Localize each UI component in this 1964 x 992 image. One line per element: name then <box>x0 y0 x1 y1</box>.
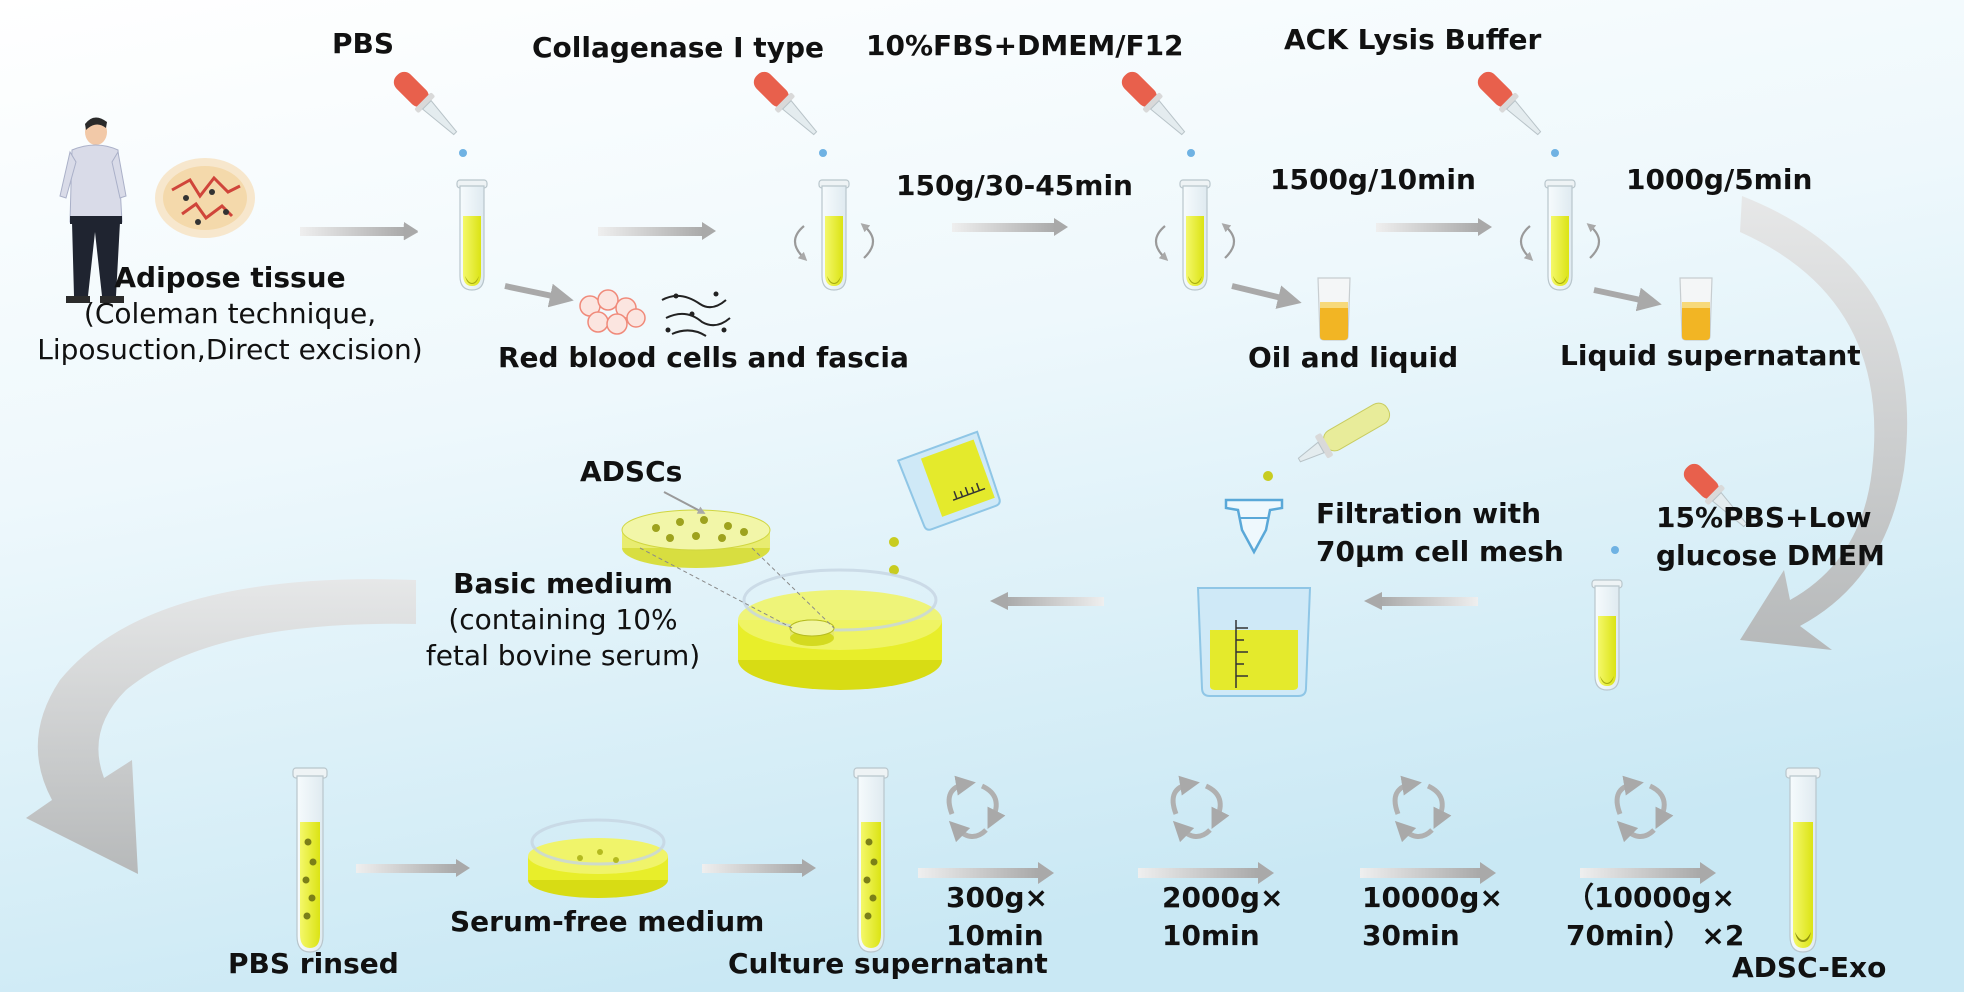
side-arrow <box>504 283 574 308</box>
adipose-sub2: Liposuction,Direct excision) <box>37 333 423 367</box>
flow-arrow <box>1376 218 1492 236</box>
flow-arrow <box>404 222 418 240</box>
label-culture-supernatant: Culture supernatant <box>728 947 1048 980</box>
label-10000g: 10000g× 30min <box>1362 881 1503 953</box>
c10000x2-line1: （10000g× <box>1566 881 1735 914</box>
label-pbs-rinsed: PBS rinsed <box>228 947 399 980</box>
pellet <box>1795 932 1811 942</box>
basic-title: Basic medium <box>453 567 673 600</box>
pbs-low-line1: 15%PBS+Low <box>1656 501 1872 534</box>
c2000-line1: 2000g× <box>1162 881 1284 914</box>
label-ack-lysis: ACK Lysis Buffer <box>1284 23 1542 56</box>
graduated-beaker-icon <box>1196 587 1312 697</box>
test-tube-icon <box>818 179 850 291</box>
label-basic-medium: Basic medium (containing 10% fetal bovin… <box>408 567 718 673</box>
test-tube-icon <box>853 767 889 953</box>
drop <box>459 149 467 157</box>
label-liquid-supernatant: Liquid supernatant <box>1560 339 1861 372</box>
flow-arrow-left <box>1364 592 1478 610</box>
supernatant-beaker-icon <box>1679 277 1713 341</box>
drop <box>819 149 827 157</box>
c10000-line1: 10000g× <box>1362 881 1503 914</box>
label-spin-1500g: 1500g/10min <box>1270 163 1476 196</box>
label-serum-free: Serum-free medium <box>450 905 765 938</box>
label-pbs-low-glucose: 15%PBS+Low glucose DMEM <box>1656 501 1885 573</box>
c300-line1: 300g× <box>946 881 1048 914</box>
c10000-line2: 30min <box>1362 919 1460 953</box>
side-arrow <box>1231 283 1302 309</box>
person-figure <box>59 117 127 303</box>
flow-arrow <box>702 859 816 877</box>
cells-dots <box>302 838 317 920</box>
exosome-tube-icon <box>1785 767 1821 953</box>
c2000-line2: 10min <box>1162 919 1260 953</box>
label-fbs-dmem: 10%FBS+DMEM/F12 <box>866 29 1184 62</box>
test-tube-icon <box>456 179 488 291</box>
test-tube-icon <box>292 767 328 953</box>
label-10000g-x2: （10000g× 70min） ×2 <box>1566 881 1745 953</box>
c10000x2-line2: 70min） ×2 <box>1566 919 1745 953</box>
pbs-low-line2: glucose DMEM <box>1656 539 1885 573</box>
flow-arrow <box>356 859 470 877</box>
label-rbc-fascia: Red blood cells and fascia <box>498 341 909 374</box>
test-tube-icon <box>1544 179 1576 291</box>
label-2000g: 2000g× 10min <box>1162 881 1284 953</box>
label-adscs: ADSCs <box>580 455 683 488</box>
label-collagenase: Collagenase Ⅰ type <box>532 31 824 64</box>
flow-arrow <box>1580 862 1716 884</box>
oil-beaker-icon <box>1317 277 1351 341</box>
adscs-disc-icon <box>621 491 835 629</box>
flow-arrow <box>1138 862 1274 884</box>
dropper-icon <box>1297 402 1391 463</box>
flow-arrow-left <box>990 592 1104 610</box>
c300-line2: 10min <box>946 919 1044 953</box>
drop <box>1611 546 1619 554</box>
label-spin-150g: 150g/30-45min <box>896 169 1133 202</box>
basic-sub1: (containing 10% <box>448 603 678 637</box>
side-arrow <box>1593 287 1662 312</box>
adipose-title: Adipose tissue <box>114 261 346 294</box>
adipose-tissue-icon <box>155 158 255 238</box>
label-spin-1000g: 1000g/5min <box>1626 163 1813 196</box>
label-300g: 300g× 10min <box>946 881 1048 953</box>
flow-arrow <box>918 862 1054 884</box>
drop <box>1551 149 1559 157</box>
label-adsc-exo: ADSC-Exo <box>1732 951 1887 984</box>
test-tube-icon <box>1591 579 1623 691</box>
filtration-line1: Filtration with <box>1316 497 1542 530</box>
flow-arrow <box>952 218 1068 236</box>
filtration-line2: 70μm cell mesh <box>1316 535 1564 569</box>
curved-flow-arrow <box>1740 196 1908 650</box>
curved-flow-arrow <box>26 579 416 874</box>
drop <box>1187 149 1195 157</box>
red-blood-cells-icon <box>579 289 646 335</box>
pouring-beaker-icon <box>896 430 1001 531</box>
culture-dish-icon <box>738 568 942 690</box>
flow-arrow <box>598 222 716 240</box>
cells-dots <box>863 838 878 920</box>
fascia-icon <box>661 291 731 337</box>
serum-free-dish-icon <box>528 818 668 898</box>
basic-sub2: fetal bovine serum) <box>425 639 701 673</box>
drop <box>1263 471 1273 481</box>
adipose-sub1: (Coleman technique, <box>83 297 377 331</box>
label-adipose-tissue: Adipose tissue (Coleman technique, Lipos… <box>30 261 430 367</box>
drop <box>889 565 899 575</box>
label-pbs: PBS <box>332 27 395 60</box>
test-tube-icon <box>1179 179 1211 291</box>
cell-mesh-icon <box>1224 498 1284 555</box>
flow-arrow <box>1360 862 1496 884</box>
label-filtration: Filtration with 70μm cell mesh <box>1316 497 1564 569</box>
label-oil-liquid: Oil and liquid <box>1248 341 1459 374</box>
drop <box>889 537 899 547</box>
